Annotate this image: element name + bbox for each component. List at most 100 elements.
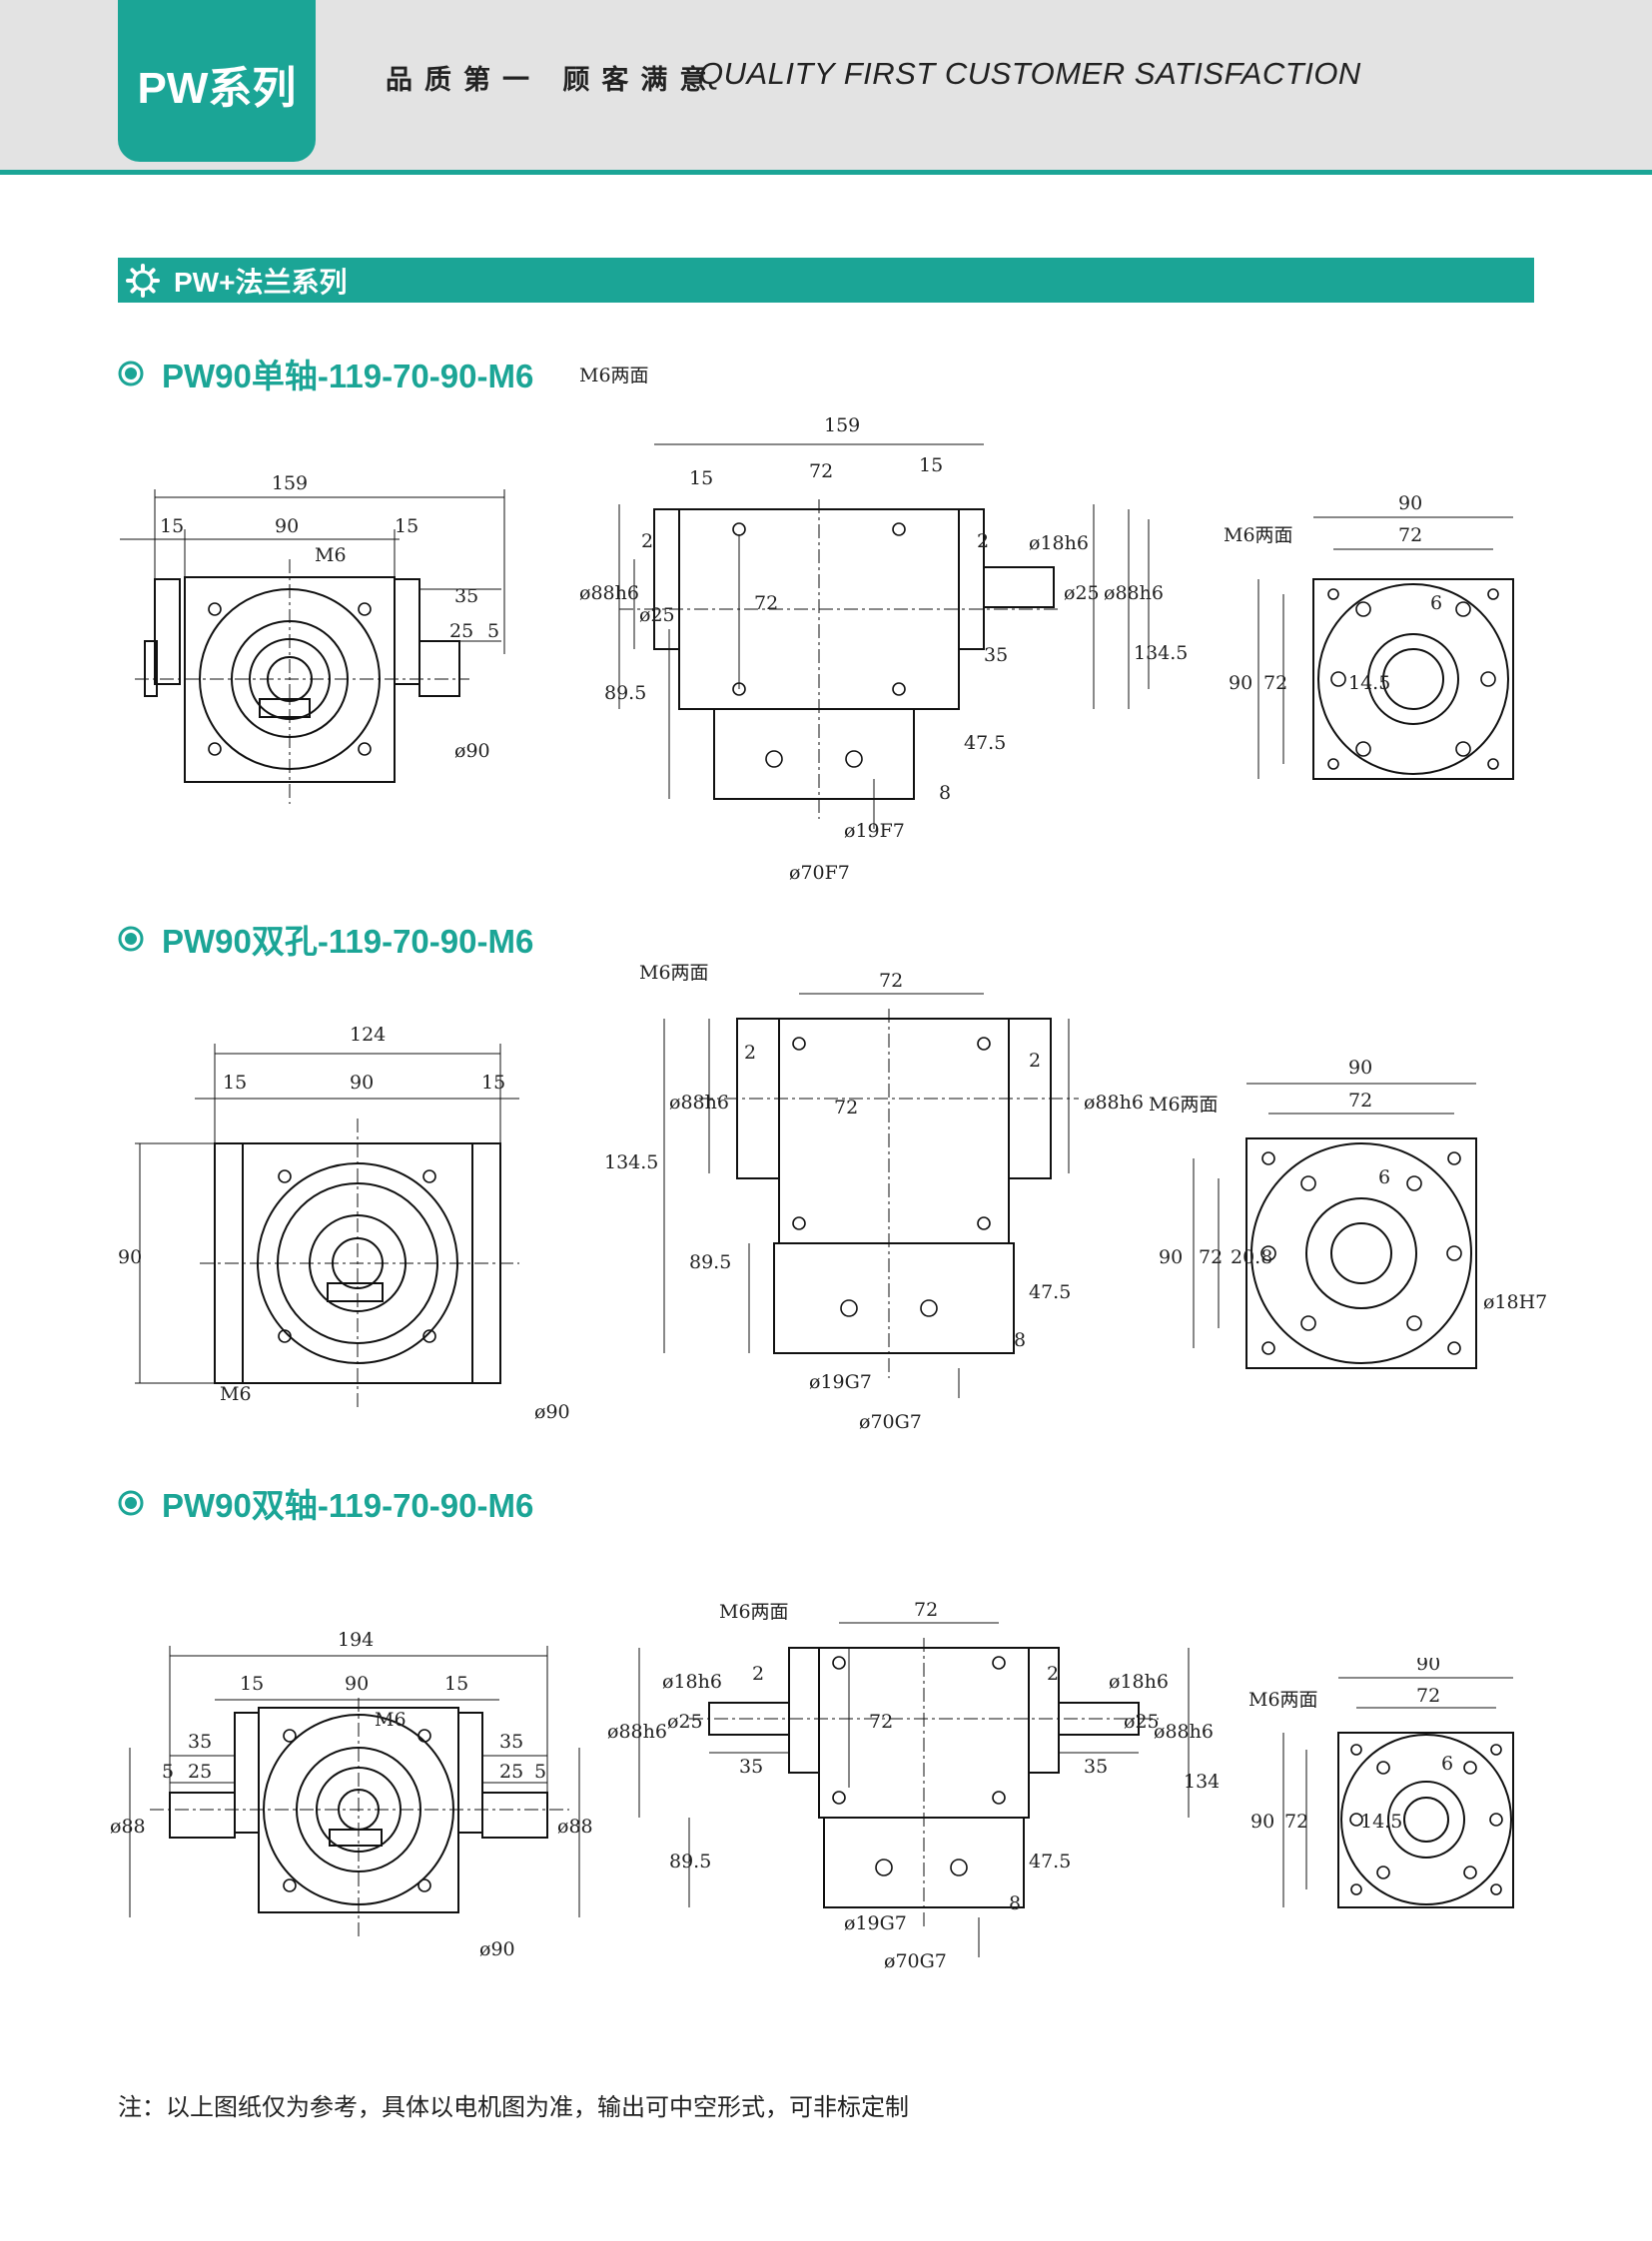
dim-flange-dia: ø90 xyxy=(534,1401,570,1423)
dim-gap-l: 2 xyxy=(641,530,653,552)
dim-base-t: 8 xyxy=(1014,1329,1026,1351)
dim-overall: 124 xyxy=(350,1024,386,1046)
dim-base-h: 47.5 xyxy=(964,732,1006,754)
dim-height: 90 xyxy=(1229,672,1252,694)
dim-key-len-r: 25 xyxy=(499,1761,523,1783)
dim-gap-l: 2 xyxy=(752,1663,764,1685)
dim-pcd-v: 72 xyxy=(754,592,778,614)
dim-pcd: 72 xyxy=(914,1599,938,1621)
dim-overall-h: 134.5 xyxy=(1184,1771,1219,1793)
dim-key-h: 14.5 xyxy=(1348,672,1390,694)
dim-overall: 159 xyxy=(272,472,308,494)
front-view-drawing: 159 15 90 15 M6 35 25 5 ø90 xyxy=(120,472,505,804)
dim-gap-l: 2 xyxy=(744,1042,756,1064)
bullet-icon xyxy=(118,361,144,386)
dim-pcd-v: 72 xyxy=(1263,672,1287,694)
dim-pcd-v: 72 xyxy=(869,1711,893,1733)
gear-icon xyxy=(126,263,160,298)
side-view-drawing: M6两面 72 2 2 ø18h6 ø18h6 ø88h6 ø88h6 ø25 … xyxy=(607,1599,1219,1972)
dim-key-h: 20.8 xyxy=(1231,1246,1272,1268)
dim-overall-h: 134.5 xyxy=(1134,642,1188,664)
series-tab: PW系列 xyxy=(118,0,316,162)
dim-body: 90 xyxy=(350,1072,374,1094)
dim-shaft-r2: ø25 xyxy=(1064,582,1100,604)
dim-key-h: 14.5 xyxy=(1360,1811,1402,1833)
dim-flange-dia: ø90 xyxy=(454,740,490,762)
dim-key-w: 6 xyxy=(1430,592,1442,614)
slogan-en: QUALITY FIRST CUSTOMER SATISFACTION xyxy=(699,56,1361,91)
dim-gap-r: 2 xyxy=(1047,1663,1059,1685)
side-view-drawing: M6两面 72 2 2 ø88h6 ø88h6 72 134.5 89.5 47… xyxy=(604,962,1144,1433)
dim-shaft-l: ø25 xyxy=(639,604,675,626)
dim-thread: M6 xyxy=(315,544,347,566)
dim-thread: M6 xyxy=(375,1709,407,1731)
dim-thread: M6 xyxy=(220,1383,252,1405)
section-title: PW+法兰系列 xyxy=(174,266,348,298)
dim-flange-dia: ø90 xyxy=(479,1938,515,1960)
header-divider xyxy=(0,170,1652,175)
dim-dia-l: ø88 xyxy=(110,1816,146,1838)
dim-dia-l: ø88h6 xyxy=(579,582,639,604)
bullet-icon xyxy=(118,1490,144,1516)
dim-shaft-len: 35 xyxy=(454,585,478,607)
model-title-text: PW90双孔-119-70-90-M6 xyxy=(162,923,534,960)
section-bar: PW+法兰系列 xyxy=(118,258,1534,303)
dim-side-left: 15 xyxy=(240,1673,264,1695)
model-title-text: PW90双轴-119-70-90-M6 xyxy=(162,1487,534,1524)
dim-key-len: 25 xyxy=(449,620,473,642)
dim-overall: 159 xyxy=(824,414,860,436)
dim-key-off: 5 xyxy=(487,620,499,642)
model-title: PW90双孔-119-70-90-M6 xyxy=(118,919,533,960)
dim-shaft-r: ø18h6 xyxy=(1109,1671,1169,1693)
dim-base-t: 8 xyxy=(939,782,951,804)
dim-side-right: 15 xyxy=(395,515,418,537)
dim-bore: ø18H7 xyxy=(1483,1291,1547,1313)
slogan-cn: 品质第一 顾客满意 xyxy=(386,65,719,96)
dim-height: 89.5 xyxy=(669,1851,711,1872)
dim-overall: 194 xyxy=(338,1629,374,1651)
dim-dia-r: ø88h6 xyxy=(1084,1092,1144,1114)
dim-overall-h: 134.5 xyxy=(604,1151,658,1173)
dim-dia-l: ø88h6 xyxy=(669,1092,729,1114)
dim-dia-r: ø88h6 xyxy=(1154,1721,1214,1743)
end-view-drawing: 90 72 M6两面 90 72 6 14.5 xyxy=(1248,1658,1514,1908)
dim-shaft-len-l: 35 xyxy=(188,1731,212,1753)
dim-pilot: ø70F7 xyxy=(789,862,850,884)
front-view-drawing: 124 15 90 15 90 M6 ø90 xyxy=(118,1024,570,1423)
dim-base-h: 47.5 xyxy=(1029,1851,1071,1872)
end-view-drawing: 90 72 M6两面 90 72 6 20.8 ø18H7 xyxy=(1149,1057,1547,1369)
dim-dia-l: ø88h6 xyxy=(607,1721,667,1743)
label-thread: M6两面 xyxy=(1224,524,1293,546)
dim-key-len-l: 35 xyxy=(739,1756,763,1778)
dim-body: 90 xyxy=(345,1673,369,1695)
footnote: 注：以上图纸仅为参考，具体以电机图为准，输出可中空形式，可非标定制 xyxy=(118,2094,909,2121)
dim-key-r: ø25 xyxy=(1124,1711,1160,1733)
dim-dia-r: ø88h6 xyxy=(1104,582,1164,604)
label-thread: M6两面 xyxy=(639,962,709,984)
dim-key-l: ø25 xyxy=(667,1711,703,1733)
dim-pcd-v: 72 xyxy=(834,1097,858,1119)
dim-shaft-r: ø18h6 xyxy=(1029,532,1089,554)
dim-key-off-r: 5 xyxy=(534,1761,546,1783)
dim-pcd: 72 xyxy=(809,460,833,482)
dim-bore: ø19G7 xyxy=(844,1912,907,1934)
dim-height: 90 xyxy=(1159,1246,1183,1268)
dim-pilot: ø70G7 xyxy=(859,1411,922,1433)
side-view-drawing: M6两面 159 15 72 15 2 2 ø88h6 ø25 ø18h6 ø2… xyxy=(579,365,1188,884)
dim-height: 89.5 xyxy=(604,682,646,704)
dim-flange-w: 15 xyxy=(689,467,713,489)
dim-base-t: 8 xyxy=(1009,1892,1021,1914)
dim-width: 90 xyxy=(1348,1057,1372,1079)
model-title: PW90单轴-119-70-90-M6 xyxy=(118,354,533,394)
label-thread: M6两面 xyxy=(1149,1094,1219,1116)
dim-width: 90 xyxy=(1416,1658,1440,1675)
dim-flange-w2: 15 xyxy=(919,454,943,476)
dim-pcd-v: 72 xyxy=(1284,1811,1308,1833)
dim-pcd: 72 xyxy=(879,970,903,992)
dim-height: 90 xyxy=(1250,1811,1274,1833)
bullet-icon xyxy=(118,926,144,952)
label-thread: M6两面 xyxy=(579,365,649,386)
dim-dia-r: ø88 xyxy=(557,1816,593,1838)
dim-gap-r: 2 xyxy=(1029,1050,1041,1072)
model-title: PW90双轴-119-70-90-M6 xyxy=(118,1483,533,1524)
